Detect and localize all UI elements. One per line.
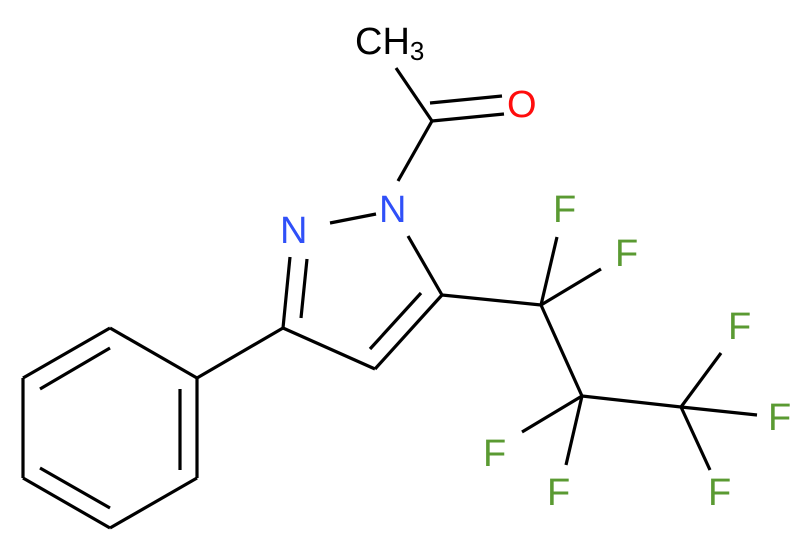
atom-f5: F	[708, 472, 731, 514]
atom-f7: F	[483, 433, 506, 475]
pyrazole-ring	[281, 212, 444, 371]
atom-ch3: CH3	[355, 21, 424, 66]
bond-phenyl-c3	[196, 326, 284, 380]
atom-oxygen: O	[507, 84, 537, 126]
atom-n2: N	[280, 210, 307, 252]
atom-f6: F	[547, 472, 570, 514]
atom-f4: F	[768, 397, 791, 439]
phenyl-ring	[21, 326, 199, 530]
acetyl-group	[394, 67, 505, 182]
atom-f3: F	[728, 306, 751, 348]
atom-f1: F	[553, 189, 576, 231]
atom-f2: F	[615, 233, 638, 275]
heptafluoropropyl-chain	[441, 236, 758, 471]
atom-n1: N	[379, 189, 406, 231]
